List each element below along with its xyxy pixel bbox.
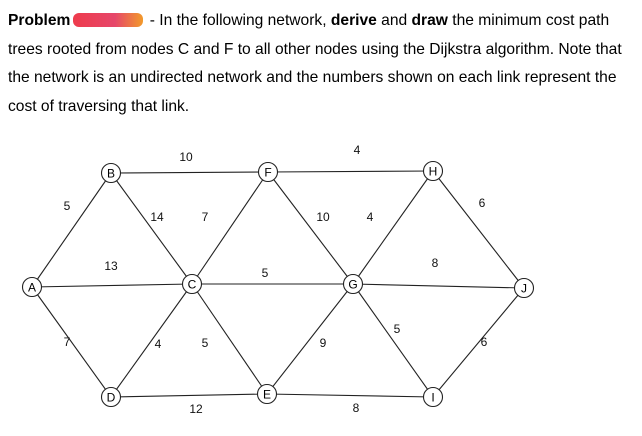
edge-cost-B-F: 10: [179, 150, 193, 164]
edge-B-F: [110, 171, 269, 174]
edge-cost-A-B: 5: [64, 199, 71, 213]
problem-statement: Problem - In the following network, deri…: [8, 7, 638, 121]
node-label-E: E: [263, 388, 271, 402]
node-label-B: B: [107, 167, 115, 181]
node-C: C: [181, 273, 203, 295]
edge-cost-D-E: 12: [189, 402, 203, 416]
edge-C-F: [191, 171, 269, 285]
edge-cost-E-G: 9: [320, 336, 327, 350]
node-circle-B: [100, 162, 122, 184]
edge-B-C: [110, 172, 193, 285]
problem-text-1: - In the following network,: [149, 12, 331, 29]
edge-cost-G-J: 8: [432, 256, 439, 270]
node-H: H: [422, 160, 444, 182]
edge-G-J: [352, 283, 525, 289]
edge-D-E: [110, 393, 268, 398]
node-circle-J: [513, 277, 535, 299]
node-circle-I: [422, 386, 444, 408]
node-B: B: [100, 162, 122, 184]
node-J: J: [513, 277, 535, 299]
keyword-derive: derive: [330, 12, 377, 29]
edge-cost-C-G: 5: [262, 266, 269, 280]
node-I: I: [422, 386, 444, 408]
node-label-I: I: [431, 391, 434, 405]
node-label-A: A: [28, 281, 36, 295]
edge-cost-A-D: 7: [64, 335, 71, 349]
node-A: A: [21, 276, 43, 298]
edge-cost-F-G: 10: [316, 210, 330, 224]
edge-cost-G-I: 5: [394, 322, 401, 336]
edge-I-J: [432, 287, 525, 398]
edge-cost-G-H: 4: [367, 210, 374, 224]
node-label-H: H: [429, 165, 438, 179]
edge-cost-B-C: 14: [150, 210, 164, 224]
node-circle-A: [21, 276, 43, 298]
node-circle-D: [100, 386, 122, 408]
edge-F-H: [267, 170, 434, 173]
node-circle-G: [342, 273, 364, 295]
edge-cost-F-H: 4: [354, 143, 361, 157]
edge-cost-C-F: 7: [202, 210, 209, 224]
node-label-G: G: [348, 278, 357, 292]
node-circle-F: [257, 161, 279, 183]
edge-cost-I-J: 6: [481, 335, 488, 349]
edge-cost-A-C: 13: [104, 259, 118, 273]
node-label-C: C: [188, 278, 197, 292]
redaction-mark: [73, 13, 144, 27]
node-E: E: [256, 383, 278, 405]
edge-cost-layer: 10 4 5 14 7 10 4 6 13 5 8 7 4 5 9 5 6 12 8: [64, 143, 488, 416]
edge-cost-E-I: 8: [353, 401, 360, 415]
node-label-D: D: [107, 391, 116, 405]
node-label-F: F: [264, 166, 271, 180]
edge-A-C: [31, 283, 193, 288]
edge-E-I: [266, 393, 434, 398]
edge-cost-C-E: 5: [202, 336, 209, 350]
edge-C-E: [191, 283, 268, 395]
edge-cost-H-J: 6: [479, 196, 486, 210]
node-circle-H: [422, 160, 444, 182]
node-circle-E: [256, 383, 278, 405]
node-F: F: [257, 161, 279, 183]
edge-E-G: [266, 283, 354, 395]
edge-H-J: [432, 170, 525, 289]
problem-text-2: and: [376, 12, 412, 29]
problem-text-3: the minimum cost path trees rooted from …: [8, 12, 622, 115]
edge-A-D: [31, 286, 112, 398]
edge-G-I: [352, 283, 434, 398]
edge-layer: [31, 170, 525, 398]
node-layer: A B C D E F G H I J: [21, 160, 535, 408]
node-G: G: [342, 273, 364, 295]
edge-D-C: [110, 283, 193, 398]
keyword-draw: draw: [411, 12, 448, 29]
node-D: D: [100, 386, 122, 408]
edge-A-B: [31, 172, 112, 288]
edge-cost-D-C: 4: [155, 337, 162, 351]
problem-label: Problem: [8, 12, 71, 29]
node-label-J: J: [521, 282, 527, 296]
edge-F-G: [267, 171, 354, 285]
edge-G-H: [352, 170, 434, 285]
node-circle-C: [181, 273, 203, 295]
